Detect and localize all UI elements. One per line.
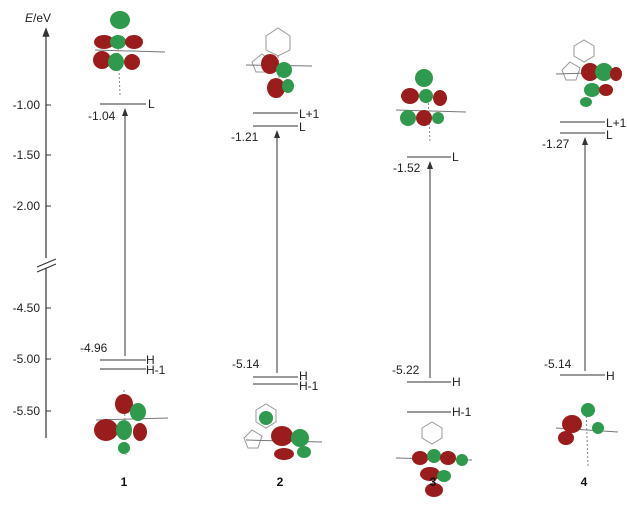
orbital-plot-homo bbox=[395, 421, 473, 497]
axis-tick-label: -5.50 bbox=[13, 404, 41, 418]
compound-2: L+1 L -1.21 H -5.14 H-1 bbox=[231, 27, 323, 489]
axis-tick-label: -2.00 bbox=[13, 199, 41, 213]
level-label: L bbox=[148, 97, 155, 111]
axis-tick-label: -1.00 bbox=[13, 98, 41, 112]
orbital-plot-homo bbox=[243, 403, 323, 460]
orbital-plot-lumo bbox=[395, 69, 467, 143]
level-value: -4.96 bbox=[80, 341, 108, 355]
orbital-plot-homo bbox=[555, 403, 619, 467]
compound-label: 2 bbox=[277, 475, 284, 489]
compound-3: L -1.52 H -5.22 H-1 bbox=[392, 69, 473, 497]
level-label: H bbox=[606, 369, 615, 383]
orbital-plot-lumo bbox=[555, 39, 623, 107]
level-label: L+1 bbox=[606, 116, 627, 130]
compound-label: 4 bbox=[581, 475, 588, 489]
energy-axis: -1.00 -1.50 -2.00 -4.50 -5.00 -5.50 E/eV bbox=[13, 11, 57, 438]
level-value: -1.21 bbox=[231, 130, 259, 144]
compound-4: L+1 L -1.27 H -5.14 4 bbox=[542, 39, 627, 489]
orbital-plot-lumo bbox=[245, 27, 313, 101]
level-label: H-1 bbox=[146, 363, 166, 377]
compound-1: L -1.04 H -4.96 H-1 bbox=[80, 11, 169, 489]
axis-break-mark bbox=[36, 263, 57, 273]
level-label: H bbox=[299, 369, 308, 383]
axis-break-mark bbox=[36, 258, 57, 268]
level-value: -1.52 bbox=[393, 161, 421, 175]
level-label: L bbox=[606, 128, 613, 142]
orbital-plot-lumo bbox=[93, 11, 166, 96]
axis-title: E/eV bbox=[25, 11, 51, 25]
compound-label: 1 bbox=[121, 475, 128, 489]
level-label: L bbox=[452, 150, 459, 164]
level-label: L bbox=[299, 120, 306, 134]
axis-tick-label: -4.50 bbox=[13, 301, 41, 315]
axis-title-variable: E bbox=[25, 11, 34, 25]
level-value: -5.22 bbox=[392, 363, 420, 377]
compound-label: 3 bbox=[430, 475, 437, 489]
axis-tick-label: -5.00 bbox=[13, 352, 41, 366]
level-value: -1.04 bbox=[88, 109, 116, 123]
axis-title-unit: /eV bbox=[33, 11, 51, 25]
level-label: H bbox=[452, 375, 461, 389]
level-label: L+1 bbox=[299, 107, 320, 121]
level-value: -1.27 bbox=[542, 137, 570, 151]
level-value: -5.14 bbox=[544, 357, 572, 371]
level-label: H bbox=[146, 353, 155, 367]
level-label: H-1 bbox=[452, 405, 472, 419]
axis-tick-label: -1.50 bbox=[13, 148, 41, 162]
level-value: -5.14 bbox=[232, 357, 260, 371]
level-label: H-1 bbox=[299, 379, 319, 393]
orbital-plot-homo bbox=[94, 389, 169, 456]
